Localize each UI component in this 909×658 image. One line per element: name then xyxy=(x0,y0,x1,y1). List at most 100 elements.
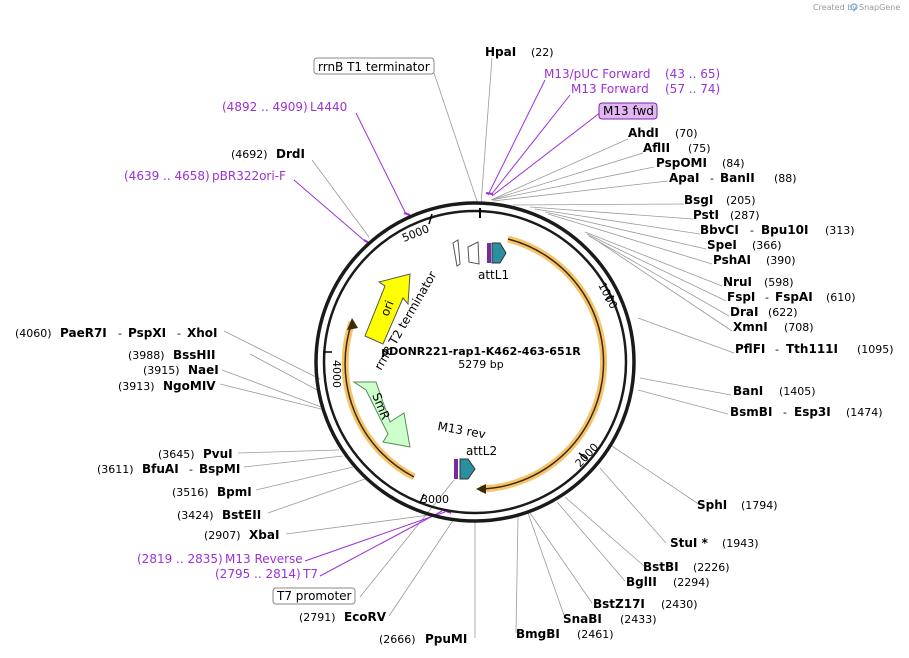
site-bfuai-name: BfuAI xyxy=(142,462,179,476)
site-tth111i-name: Tth111I xyxy=(786,342,838,356)
site-stui-pos: (1943) xyxy=(722,537,759,550)
primer-m13fwd-range: (57 .. 74) xyxy=(665,82,720,96)
site-spei-pos: (366) xyxy=(752,239,782,252)
site-psti-pos: (287) xyxy=(730,209,760,222)
site-pvui-name: PvuI xyxy=(203,447,233,461)
site-xbai-name: XbaI xyxy=(249,528,279,542)
primer-t7-name: T7 xyxy=(302,567,318,581)
primer-m13puc-range: (43 .. 65) xyxy=(665,67,720,81)
site-psti-name: PstI xyxy=(693,208,719,222)
primer-m13fwd-name: M13 Forward xyxy=(571,82,649,96)
site-bfuai-pos: (3611) xyxy=(97,463,134,476)
site-apai-sep: - xyxy=(710,172,714,185)
site-bsteii-name: BstEII xyxy=(222,508,261,522)
left-arc-arrowhead xyxy=(347,318,358,330)
tick-label-1000: 1000 xyxy=(595,280,620,311)
site-hpai-pos: (22) xyxy=(531,46,554,59)
ori-feature xyxy=(364,273,411,345)
smr-label: SmR xyxy=(369,391,392,422)
credit-prefix: Created by xyxy=(813,3,857,12)
site-xmni-name: XmnI xyxy=(733,320,768,334)
site-pvui-pos: (3645) xyxy=(158,448,195,461)
site-pflfi-name: PflFI xyxy=(735,342,765,356)
site-pspxi-name: PspXI xyxy=(128,326,166,340)
site-ahdi-name: AhdI xyxy=(628,126,659,140)
scale-ticks xyxy=(323,213,615,504)
site-paer7i-sep: - xyxy=(118,327,122,340)
site-pspomi-name: PspOMI xyxy=(656,156,707,170)
plasmid-size: 5279 bp xyxy=(458,358,503,371)
primer-leader-lines xyxy=(293,79,602,577)
m13-fwd-box xyxy=(598,102,658,120)
site-pspomi-pos: (84) xyxy=(722,157,745,170)
site-xhoi-name: XhoI xyxy=(187,326,218,340)
m13-fwd-site xyxy=(487,243,491,263)
primer-l4440-name: L4440 xyxy=(310,100,347,114)
site-bsgi-name: BsgI xyxy=(684,193,713,207)
site-ecorv-name: EcoRV xyxy=(344,610,387,624)
site-bbvci-sep: - xyxy=(750,224,754,237)
site-bfuai-sep: - xyxy=(189,463,193,476)
site-spei-name: SpeI xyxy=(707,238,737,252)
site-bani-pos: (1405) xyxy=(779,385,816,398)
site-snabi-pos: (2433) xyxy=(620,613,657,626)
site-aflii-name: AflII xyxy=(643,141,670,155)
site-bglii-pos: (2294) xyxy=(673,576,710,589)
site-xbai-pos: (2907) xyxy=(204,529,241,542)
site-ecorv-pos: (2791) xyxy=(299,611,336,624)
site-fspi-sep: - xyxy=(765,291,769,304)
site-xmni-pos: (708) xyxy=(784,321,814,334)
site-pflfi-sep: - xyxy=(775,343,779,356)
backbone-outer-ring xyxy=(314,201,636,523)
m13-rev-site xyxy=(454,459,458,479)
insert-arc xyxy=(479,238,605,490)
site-bstz17i-name: BstZ17I xyxy=(593,597,645,611)
smr-feature xyxy=(352,381,411,448)
site-apai-pos: (88) xyxy=(774,172,797,185)
primer-t7-range: (2795 .. 2814) xyxy=(215,567,301,581)
site-pshai-name: PshAI xyxy=(713,253,751,267)
site-ngomiv-pos: (3913) xyxy=(118,380,155,393)
site-bsmbi-pos: (1474) xyxy=(846,406,883,419)
rrnb-t1-label: rrnB T1 terminator xyxy=(318,60,430,74)
attl1-feature xyxy=(491,242,507,264)
credit-brand: SnapGene xyxy=(859,3,900,12)
primer-l4440-range: (4892 .. 4909) xyxy=(222,100,308,114)
site-pflfi-pos: (1095) xyxy=(857,343,894,356)
site-bbvci-name: BbvCI xyxy=(700,223,739,237)
site-fspi-pos: (610) xyxy=(826,291,856,304)
site-ppumi-name: PpuMI xyxy=(425,632,467,646)
site-ppumi-pos: (2666) xyxy=(379,633,416,646)
primer-m13rev-range: (2819 .. 2835) xyxy=(137,552,223,566)
plasmid-name: pDONR221-rap1-K462-463-651R xyxy=(381,345,581,358)
site-naei-pos: (3915) xyxy=(143,364,180,377)
m13-fwd-label: M13 fwd xyxy=(603,104,654,118)
primer-pbr322-range: (4639 .. 4658) xyxy=(124,169,210,183)
site-bmgbi-pos: (2461) xyxy=(577,628,614,641)
site-bpmi-name: BpmI xyxy=(217,485,252,499)
site-ahdi-pos: (70) xyxy=(675,127,698,140)
site-snabi-name: SnaBI xyxy=(563,612,602,626)
snapgene-logo-icon xyxy=(850,3,858,11)
site-bpmi-pos: (3516) xyxy=(172,486,209,499)
site-bstbi-name: BstBI xyxy=(643,560,679,574)
site-pshai-pos: (390) xyxy=(766,254,796,267)
site-paer7i-sep2: - xyxy=(177,327,181,340)
site-drdi-name: DrdI xyxy=(276,147,305,161)
attl2-feature xyxy=(459,458,476,480)
site-bmgbi-name: BmgBI xyxy=(516,627,560,641)
attl1-label: attL1 xyxy=(478,268,509,282)
site-leader-lines xyxy=(219,57,735,638)
site-bbvci-pos: (313) xyxy=(825,224,855,237)
m13-rev-label: M13 rev xyxy=(436,419,486,441)
site-paer7i-pos: (4060) xyxy=(15,327,52,340)
site-bsshii-pos: (3988) xyxy=(128,349,165,362)
site-bsgi-pos: (205) xyxy=(726,194,756,207)
site-fspi-name: FspI xyxy=(727,290,755,304)
site-bsshii-name: BssHII xyxy=(173,348,215,362)
tick-label-3000: 3000 xyxy=(421,493,449,506)
site-aflii-pos: (75) xyxy=(688,142,711,155)
t7-promoter-box xyxy=(272,587,356,605)
site-drai-pos: (622) xyxy=(768,306,798,319)
